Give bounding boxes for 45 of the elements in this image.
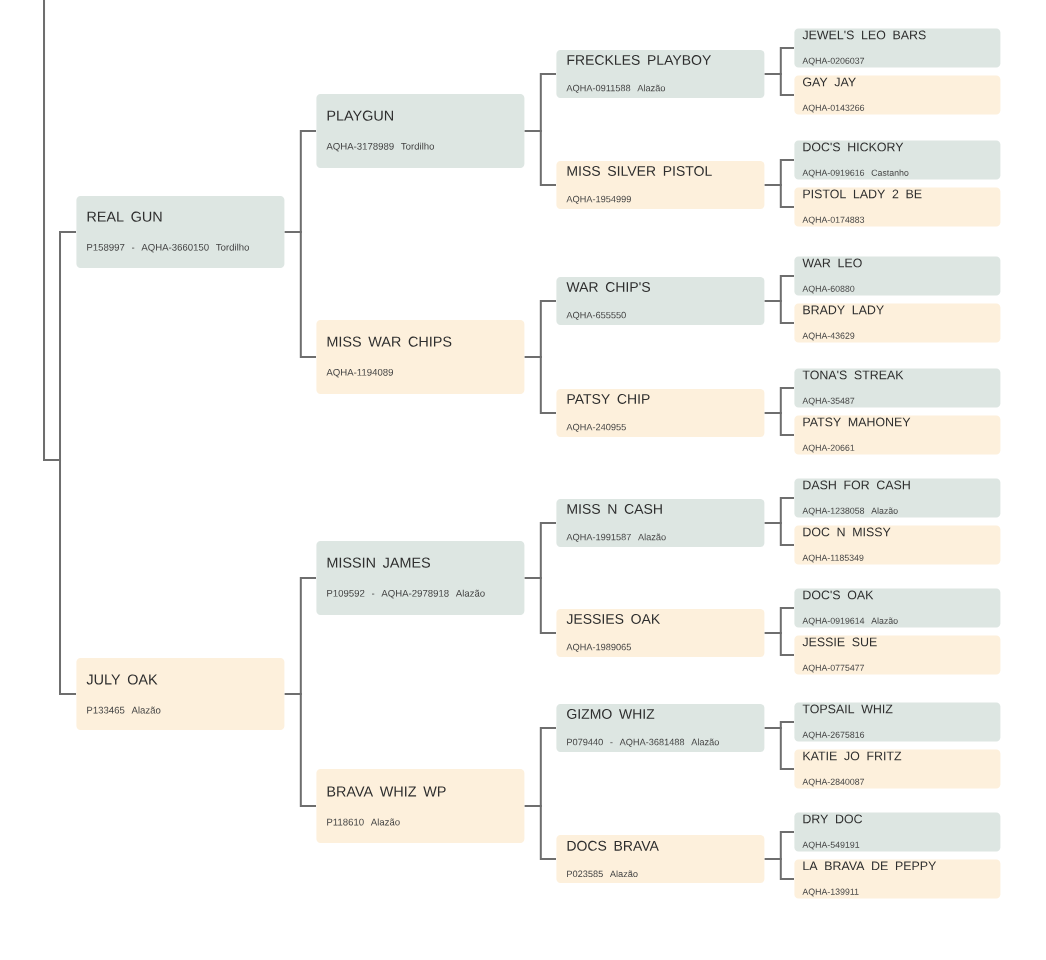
pedigree-box (794, 859, 1001, 899)
pedigree-box (316, 541, 525, 615)
pedigree-box (794, 702, 1001, 742)
pedigree-box (794, 749, 1001, 789)
pedigree-box (556, 609, 765, 657)
connector-line (763, 858, 795, 880)
pedigree-box (556, 389, 765, 437)
connector-line (523, 356, 557, 414)
pedigree-box (556, 161, 765, 209)
pedigree-box (794, 525, 1001, 565)
pedigree-box (794, 812, 1001, 852)
connector-line (523, 130, 557, 186)
pedigree-box (794, 588, 1001, 628)
connector-line (523, 577, 557, 634)
pedigree-box (794, 415, 1001, 455)
connector-line (763, 184, 795, 208)
pedigree-box (316, 320, 525, 394)
connector-line (763, 727, 795, 770)
connector-line (523, 805, 557, 860)
pedigree-box (794, 635, 1001, 675)
pedigree-box (76, 658, 285, 730)
pedigree-box (556, 704, 765, 752)
pedigree-box (794, 140, 1001, 180)
pedigree-box (794, 256, 1001, 296)
connector-line (283, 231, 317, 358)
pedigree-box (556, 277, 765, 325)
pedigree-box (794, 28, 1001, 68)
pedigree-box (556, 50, 765, 98)
pedigree-box (76, 196, 285, 268)
pedigree-box (316, 94, 525, 168)
connector-line (763, 73, 795, 96)
pedigree-box (316, 769, 525, 843)
connector-line (763, 522, 795, 546)
pedigree-box (794, 478, 1001, 518)
pedigree-box (794, 368, 1001, 408)
connector-line (763, 300, 795, 324)
connector-line (43, 0, 77, 695)
pedigree-box (794, 75, 1001, 115)
pedigree-box (556, 499, 765, 547)
connector-line (763, 412, 795, 436)
connector-line (283, 693, 317, 807)
pedigree-box (794, 187, 1001, 227)
connector-line (763, 632, 795, 656)
pedigree-box (794, 303, 1001, 343)
pedigree-box (556, 835, 765, 883)
